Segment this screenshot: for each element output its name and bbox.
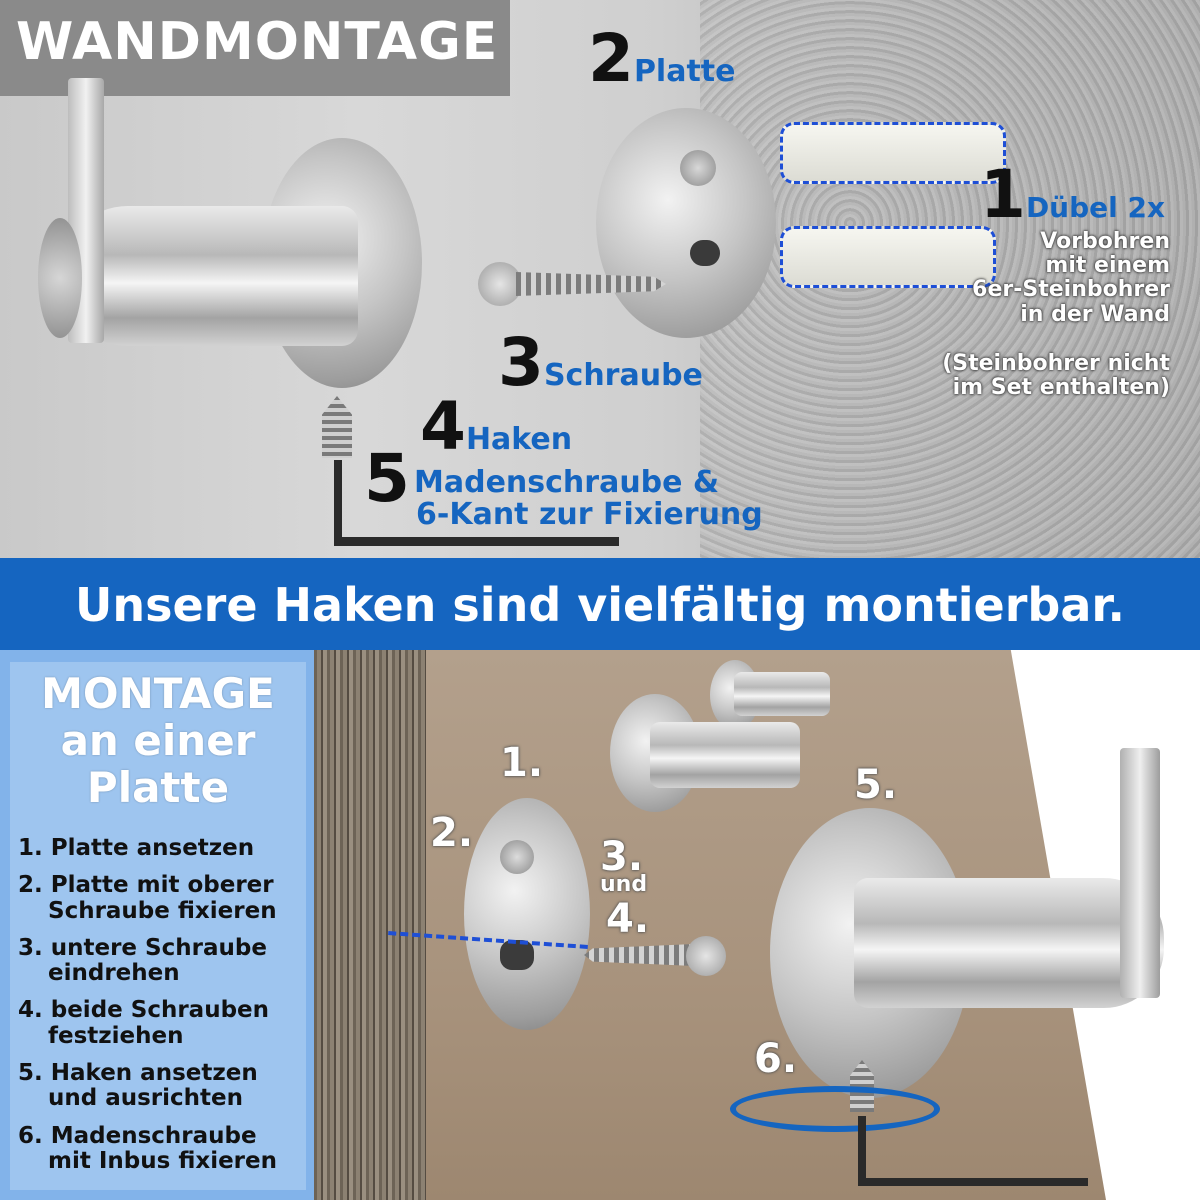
small-hook-cylinder — [734, 672, 830, 716]
step-line: 4. beide Schrauben — [18, 997, 270, 1024]
marker-und: und — [600, 872, 648, 897]
step-line: 2. Platte mit oberer — [18, 872, 274, 899]
step-line: 1. Platte ansetzen — [18, 835, 255, 861]
drill-note-line: in der Wand — [1020, 301, 1170, 327]
wood-mount-plate — [464, 798, 590, 1030]
drill-note: Vorbohren mit einem 6er-Steinbohrer in d… — [930, 229, 1170, 327]
label-plate-number: 2 — [588, 20, 634, 97]
medium-hook-cylinder — [650, 722, 800, 788]
wood-edge — [314, 650, 429, 1200]
big-hook-arm — [1120, 748, 1160, 998]
plate-slot — [690, 240, 720, 266]
wood-screw-thread — [584, 944, 694, 966]
label-plate: 2Platte — [588, 26, 735, 92]
marker-6: 6. — [754, 1036, 798, 1082]
wood-illustration: 1. 2. 3. und 4. 5. 6. — [314, 650, 1200, 1200]
label-screw: 3Schraube — [498, 330, 703, 396]
wood-plate-slot — [500, 940, 534, 970]
step-item: 1. Platte ansetzen — [18, 835, 308, 861]
wood-hex-key-long — [858, 1178, 1088, 1186]
step-line: und ausrichten — [48, 1085, 244, 1112]
label-plate-text: Platte — [633, 54, 736, 89]
drill-note-line: im Set enthalten) — [952, 375, 1170, 401]
hex-key-short — [334, 460, 342, 545]
step-line: 6. Madenschraube — [18, 1122, 257, 1149]
drill-note-line: Vorbohren — [1040, 229, 1170, 254]
step-line: mit Inbus fixieren — [48, 1147, 278, 1174]
hex-key-long — [334, 537, 619, 546]
plate-mount-title: MONTAGE an einer Platte — [10, 670, 306, 811]
label-screw-number: 3 — [498, 324, 544, 401]
marker-4: 4. — [606, 896, 650, 942]
banner: Unsere Haken sind vielfältig montierbar. — [0, 558, 1200, 650]
label-anchor-number: 1 — [980, 156, 1026, 233]
rotate-arrow-icon — [730, 1086, 940, 1132]
label-hook-text: Haken — [465, 422, 573, 457]
plate-mount-title-line: MONTAGE — [41, 669, 275, 718]
drill-note-line: 6er-Steinbohrer — [972, 277, 1170, 303]
step-line: Schraube fixieren — [48, 897, 277, 924]
step-line: 5. Haken ansetzen — [18, 1060, 258, 1087]
drill-note-line: mit einem — [1045, 253, 1170, 279]
label-set-screw-text-2: 6-Kant zur Fixierung — [416, 497, 763, 532]
mount-plate — [596, 108, 776, 338]
plate-mount-title-line: Platte — [86, 763, 230, 813]
hook-end-cap — [38, 218, 82, 338]
label-screw-text: Schraube — [543, 358, 703, 393]
label-set-screw-text-1: Madenschraube & — [414, 465, 720, 500]
wood-plate-screw-head — [500, 840, 534, 874]
wood-screw-head-icon — [686, 936, 726, 976]
label-anchor-text: Dübel 2x — [1025, 191, 1166, 224]
label-anchor: 1Dübel 2x — [980, 162, 1165, 228]
wall-mount-panel: WANDMONTAGE 2Platte 1Dübel 2x Vorbohren … — [0, 0, 1200, 558]
wood-hex-key-short — [858, 1116, 866, 1186]
wall-anchor-2 — [780, 226, 996, 288]
step-line: eindrehen — [48, 960, 180, 987]
marker-5: 5. — [854, 762, 898, 808]
set-screw-icon — [322, 396, 352, 458]
plate-mount-title-line: an einer — [60, 716, 256, 766]
label-hook: 4Haken — [420, 394, 572, 460]
label-set-screw-number: 5 — [364, 440, 410, 517]
marker-1: 1. — [500, 740, 544, 786]
screw-head-icon — [478, 262, 522, 306]
hook-cylinder — [58, 206, 358, 346]
plate-mount-panel: MONTAGE an einer Platte 1. Platte ansetz… — [0, 650, 314, 1200]
wall-mount-title: WANDMONTAGE — [16, 12, 499, 72]
drill-note-line: (Steinbohrer nicht — [942, 351, 1170, 376]
drill-note-2: (Steinbohrer nicht im Set enthalten) — [900, 351, 1170, 401]
marker-2: 2. — [430, 810, 474, 856]
big-hook-cylinder — [854, 878, 1164, 1008]
marker-3: 3. — [600, 834, 644, 880]
step-line: 3. untere Schraube — [18, 934, 267, 961]
label-hook-number: 4 — [420, 388, 466, 465]
plate-screw-head — [680, 150, 716, 186]
plate-mount-box — [10, 662, 306, 1190]
wall-anchor-1 — [780, 122, 1006, 184]
step-line: festziehen — [48, 1022, 184, 1049]
banner-text: Unsere Haken sind vielfältig montierbar. — [74, 578, 1125, 632]
